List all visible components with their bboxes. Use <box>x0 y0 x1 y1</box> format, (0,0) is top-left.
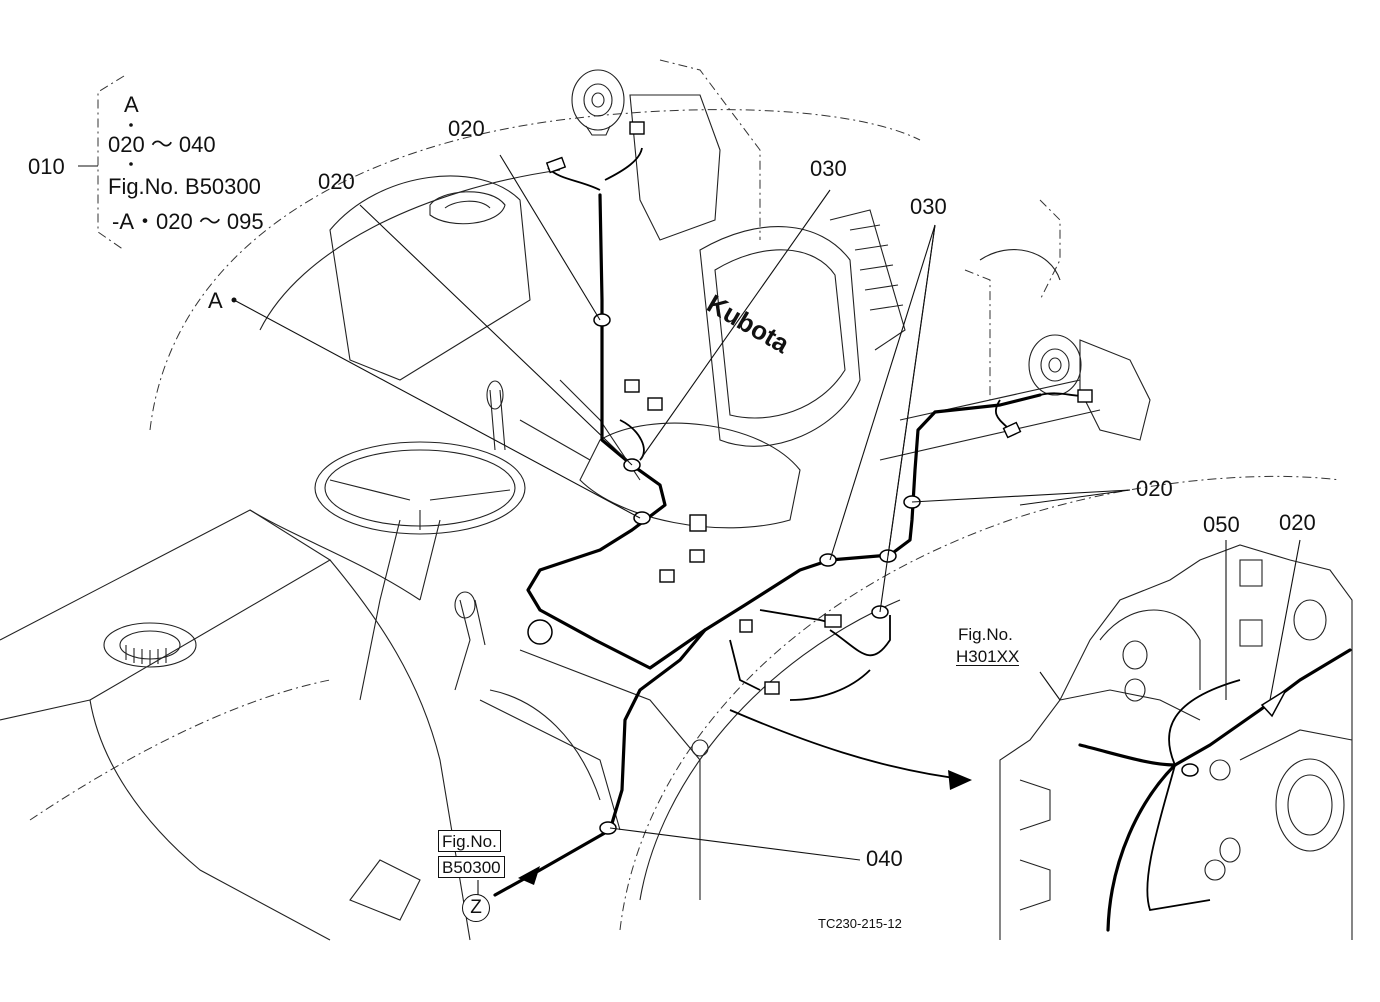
bracket-line-range: 020 ～ 040 <box>108 132 216 157</box>
bracket-line-figrange: -A・020 ～ 095 <box>112 209 264 234</box>
figref-b503-line1: Fig.No. <box>438 830 501 852</box>
view-marker-z: Z <box>462 894 490 922</box>
left-work-lamp <box>571 69 625 136</box>
callout-020-right: 020 <box>1136 476 1173 501</box>
figref-b503-line2: B50300 <box>438 856 505 878</box>
right-work-lamp <box>1028 334 1082 396</box>
drawing-id: TC230-215-12 <box>818 916 902 931</box>
callout-030-right: 030 <box>910 194 947 219</box>
inset-transmission <box>999 544 1353 940</box>
callout-020-left: 020 <box>318 169 355 194</box>
connectors <box>545 121 1093 695</box>
callout-bracket <box>78 75 133 251</box>
bracket-index-label: 010 <box>28 154 65 179</box>
tractor-outline <box>0 59 1341 941</box>
callout-020-inset: 020 <box>1279 510 1316 535</box>
view-arrows <box>518 709 972 885</box>
callout-030-center: 030 <box>810 156 847 181</box>
figref-h301-line1: Fig.No. <box>958 625 1013 644</box>
leader-lines <box>231 154 1301 896</box>
callout-ref-a: A <box>208 288 223 313</box>
callout-040-bottom: 040 <box>866 846 903 871</box>
callout-050-inset: 050 <box>1203 512 1240 537</box>
wire-harness <box>493 147 1086 897</box>
callout-020-upper: 020 <box>448 116 485 141</box>
figref-h301-line2: H301XX <box>956 647 1020 666</box>
bracket-line-figref: Fig.No. B50300 <box>108 174 261 199</box>
clamps <box>527 313 921 835</box>
bracket-line-a: A <box>124 92 139 117</box>
